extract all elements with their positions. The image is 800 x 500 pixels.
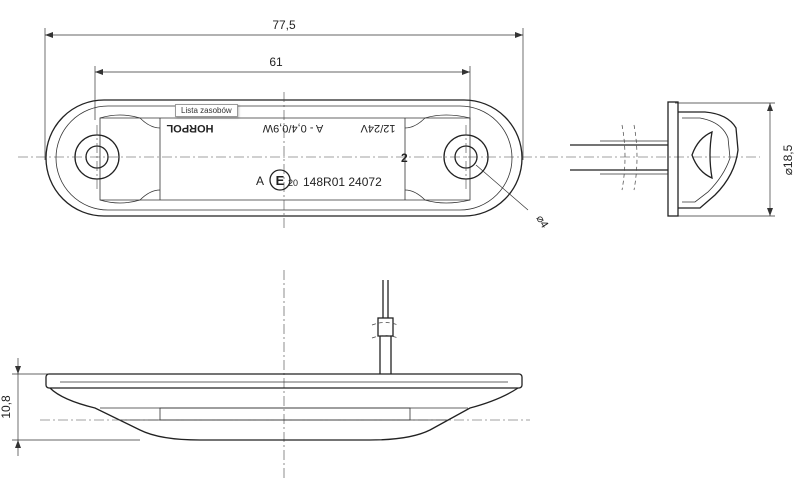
thickness-dimension: 10,8 [0,395,13,419]
bottom-view: 10,8 [0,270,530,480]
height-dimension: ⌀18,5 [781,144,795,175]
approval-number: 20 [288,178,298,188]
side-view: ⌀18,5 [548,101,795,217]
overall-length-dimension: 77,5 [272,18,296,32]
top-view: 77,5 61 ⌀4 HORPOL A - 0,4/0,9W 12/24V [18,18,550,230]
approval-circle [269,169,291,191]
resource-list-tooltip: Lista zasobów [175,104,238,117]
power-marking: A - 0,4/0,9W [262,122,323,134]
approval-mark: E [276,173,285,188]
hole-spacing-dimension: 61 [269,55,283,69]
position-label: 2 [401,151,408,165]
hole-diameter-dimension: ⌀4 [533,213,550,230]
brand-marking: HORPOL [166,122,213,134]
voltage-marking: 12/24V [360,122,396,134]
approval-code: 148R01 24072 [303,175,382,189]
class-a-marking: A [256,174,264,188]
